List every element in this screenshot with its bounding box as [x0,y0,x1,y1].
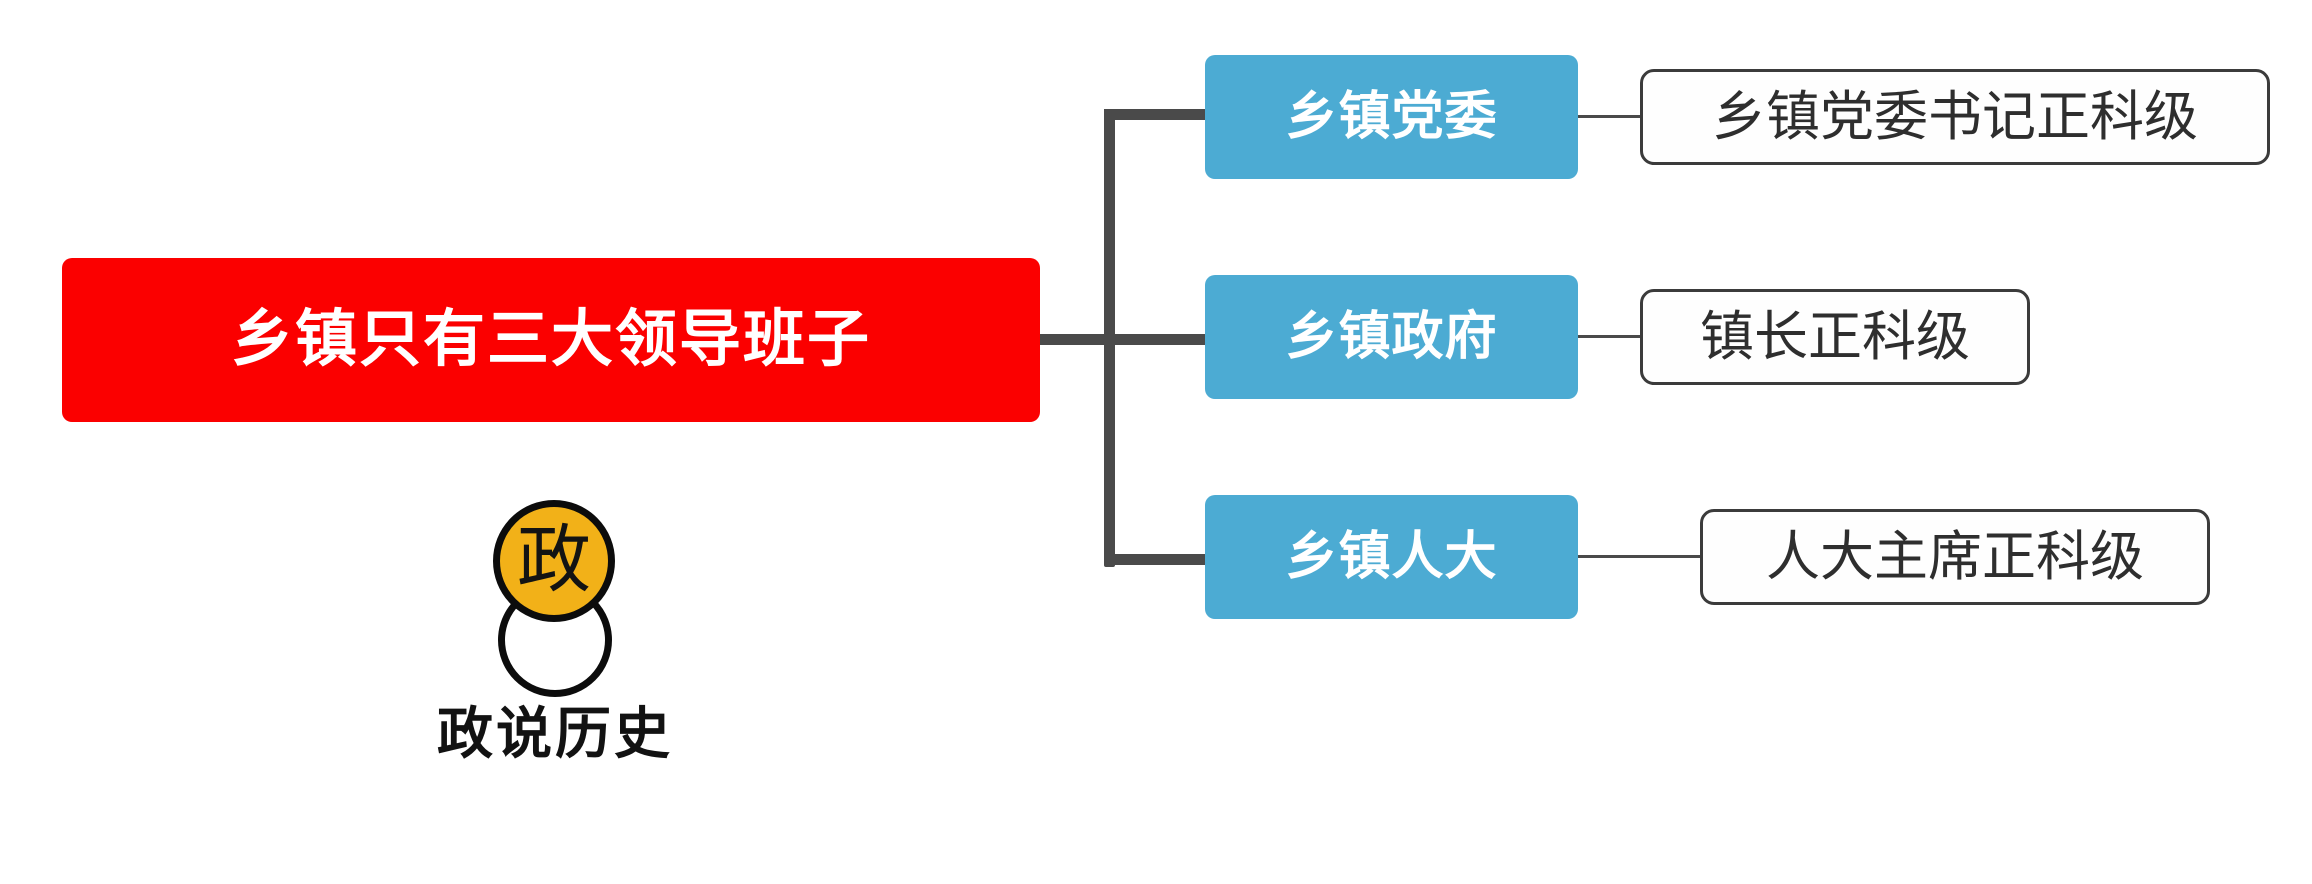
connector-arm-branch-1 [1104,109,1209,120]
logo-badge-glyph: 政 [517,520,591,602]
leaf-node-2-label: 镇长正科级 [1700,307,1970,367]
leaf-node-3-label: 人大主席正科级 [1766,527,2144,587]
branch-node-3-label: 乡镇人大 [1285,528,1498,586]
logo-name: 政说历史 [437,704,673,766]
branch-node-3[interactable]: 乡镇人大 [1205,495,1578,619]
root-node-label: 乡镇只有三大领导班子 [230,305,871,374]
root-node[interactable]: 乡镇只有三大领导班子 [62,258,1040,422]
leaf-node-1-label: 乡镇党委书记正科级 [1712,87,2198,147]
connector-link-leaf-2 [1578,335,1642,338]
leaf-node-1[interactable]: 乡镇党委书记正科级 [1640,69,2270,165]
connector-link-leaf-1 [1578,115,1642,118]
watermark-logo: 政 政说历史 [430,495,680,785]
leaf-node-3[interactable]: 人大主席正科级 [1700,509,2210,605]
leaf-node-2[interactable]: 镇长正科级 [1640,289,2030,385]
connector-arm-branch-3 [1104,554,1209,565]
connector-root-stub [1040,334,1110,345]
connector-arm-branch-2 [1104,334,1209,345]
logo-circle-top-icon: 政 [493,500,615,622]
branch-node-1-label: 乡镇党委 [1285,88,1498,146]
connector-link-leaf-3 [1578,555,1702,558]
branch-node-2-label: 乡镇政府 [1285,308,1498,366]
branch-node-2[interactable]: 乡镇政府 [1205,275,1578,399]
branch-node-1[interactable]: 乡镇党委 [1205,55,1578,179]
